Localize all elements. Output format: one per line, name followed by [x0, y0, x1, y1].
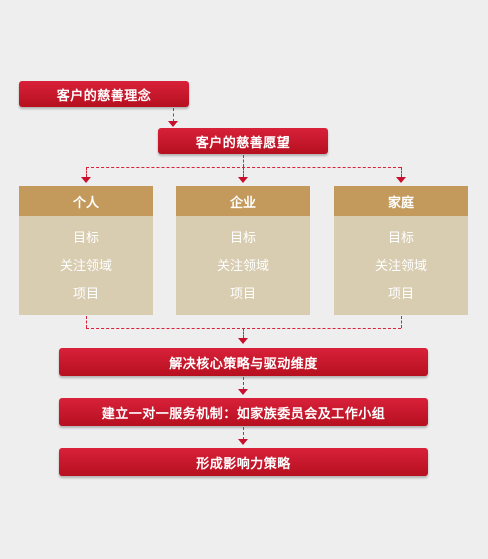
connector-line [243, 328, 244, 338]
column-item: 目标 [229, 230, 256, 246]
column-item: 关注领域 [374, 258, 427, 274]
arrow-down-icon [238, 389, 248, 395]
column-item: 项目 [229, 286, 256, 302]
column-item: 项目 [387, 286, 414, 302]
arrow-down-icon [396, 177, 406, 183]
service-mechanism-bar: 建立一对一服务机制：如家族委员会及工作小组 [59, 398, 428, 426]
connector-line [86, 167, 87, 177]
column-item: 关注领域 [216, 258, 269, 274]
arrow-down-icon [168, 121, 178, 127]
column-item: 项目 [72, 286, 99, 302]
column-item: 目标 [387, 230, 414, 246]
column-individual: 个人 目标 关注领域 项目 [19, 186, 153, 315]
column-title: 企业 [176, 186, 310, 216]
column-item: 关注领域 [59, 258, 112, 274]
arrow-down-icon [81, 177, 91, 183]
service-mechanism-label: 建立一对一服务机制：如家族委员会及工作小组 [101, 406, 386, 422]
vision-bar: 客户的慈善愿望 [158, 128, 328, 154]
arrow-down-icon [238, 177, 248, 183]
connector-line [243, 155, 244, 167]
connector-line [401, 167, 402, 177]
column-title: 个人 [19, 186, 153, 216]
connector-line [86, 316, 87, 328]
philosophy-label: 客户的慈善理念 [56, 88, 152, 104]
column-item: 目标 [72, 230, 99, 246]
column-family: 家庭 目标 关注领域 项目 [334, 186, 468, 315]
impact-strategy-label: 形成影响力策略 [196, 456, 291, 472]
connector-line [173, 108, 174, 122]
connector-line [243, 377, 244, 390]
core-strategy-bar: 解决核心策略与驱动维度 [59, 348, 428, 376]
connector-line [243, 167, 244, 177]
arrow-down-icon [238, 439, 248, 445]
impact-strategy-bar: 形成影响力策略 [59, 448, 428, 476]
vision-label: 客户的慈善愿望 [195, 135, 291, 151]
connector-line [243, 427, 244, 440]
column-title: 家庭 [334, 186, 468, 216]
core-strategy-label: 解决核心策略与驱动维度 [169, 356, 318, 372]
philosophy-bar: 客户的慈善理念 [19, 81, 189, 107]
arrow-down-icon [238, 338, 248, 344]
column-enterprise: 企业 目标 关注领域 项目 [176, 186, 310, 315]
connector-line [401, 316, 402, 328]
